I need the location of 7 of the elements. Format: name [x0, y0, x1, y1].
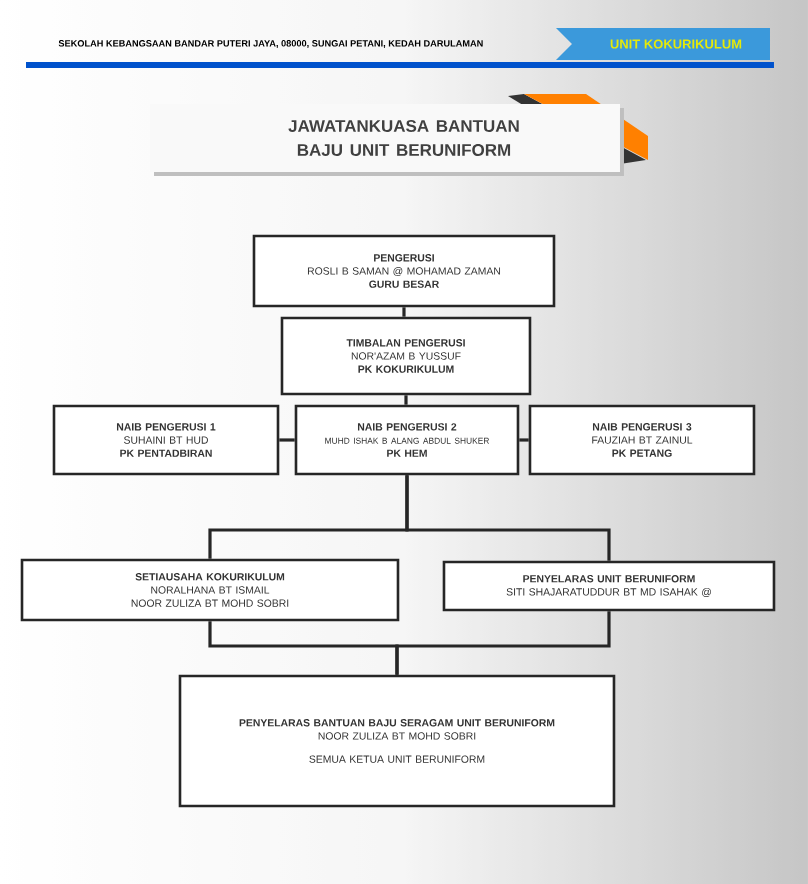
connector-line: [402, 307, 406, 317]
title-box: JAWATANKUASA BANTUAN BAJU UNIT BERUNIFORM: [150, 104, 624, 176]
connector-line: [404, 395, 408, 405]
connector-line: [279, 438, 295, 442]
connector-line: [519, 438, 529, 442]
connector-line: [395, 611, 611, 675]
connector-line: [405, 475, 611, 561]
